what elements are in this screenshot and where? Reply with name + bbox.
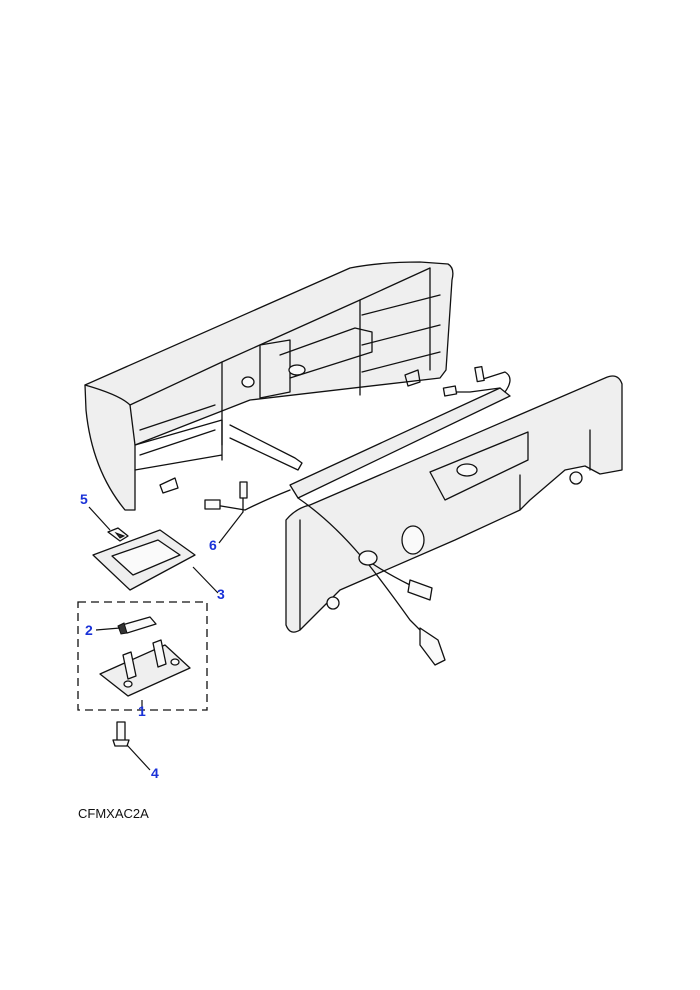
screw-part bbox=[112, 721, 130, 747]
wiring-harness bbox=[204, 365, 511, 666]
callout-3: 3 bbox=[217, 586, 225, 602]
upper-housing bbox=[84, 261, 454, 511]
callout-5: 5 bbox=[80, 491, 88, 507]
callout-4: 4 bbox=[151, 765, 159, 781]
callout-1: 1 bbox=[138, 703, 146, 719]
clip-part bbox=[107, 527, 129, 542]
figure-code: CFMXAC2A bbox=[78, 806, 149, 821]
callout-2: 2 bbox=[85, 622, 93, 638]
lamp-assembly-box bbox=[77, 601, 208, 711]
lower-panel bbox=[285, 375, 623, 633]
gasket-part bbox=[92, 529, 196, 591]
lamp-base-part bbox=[99, 639, 191, 697]
callout-6: 6 bbox=[209, 537, 217, 553]
bulb-part bbox=[117, 616, 157, 635]
leader-lines bbox=[88, 506, 244, 771]
